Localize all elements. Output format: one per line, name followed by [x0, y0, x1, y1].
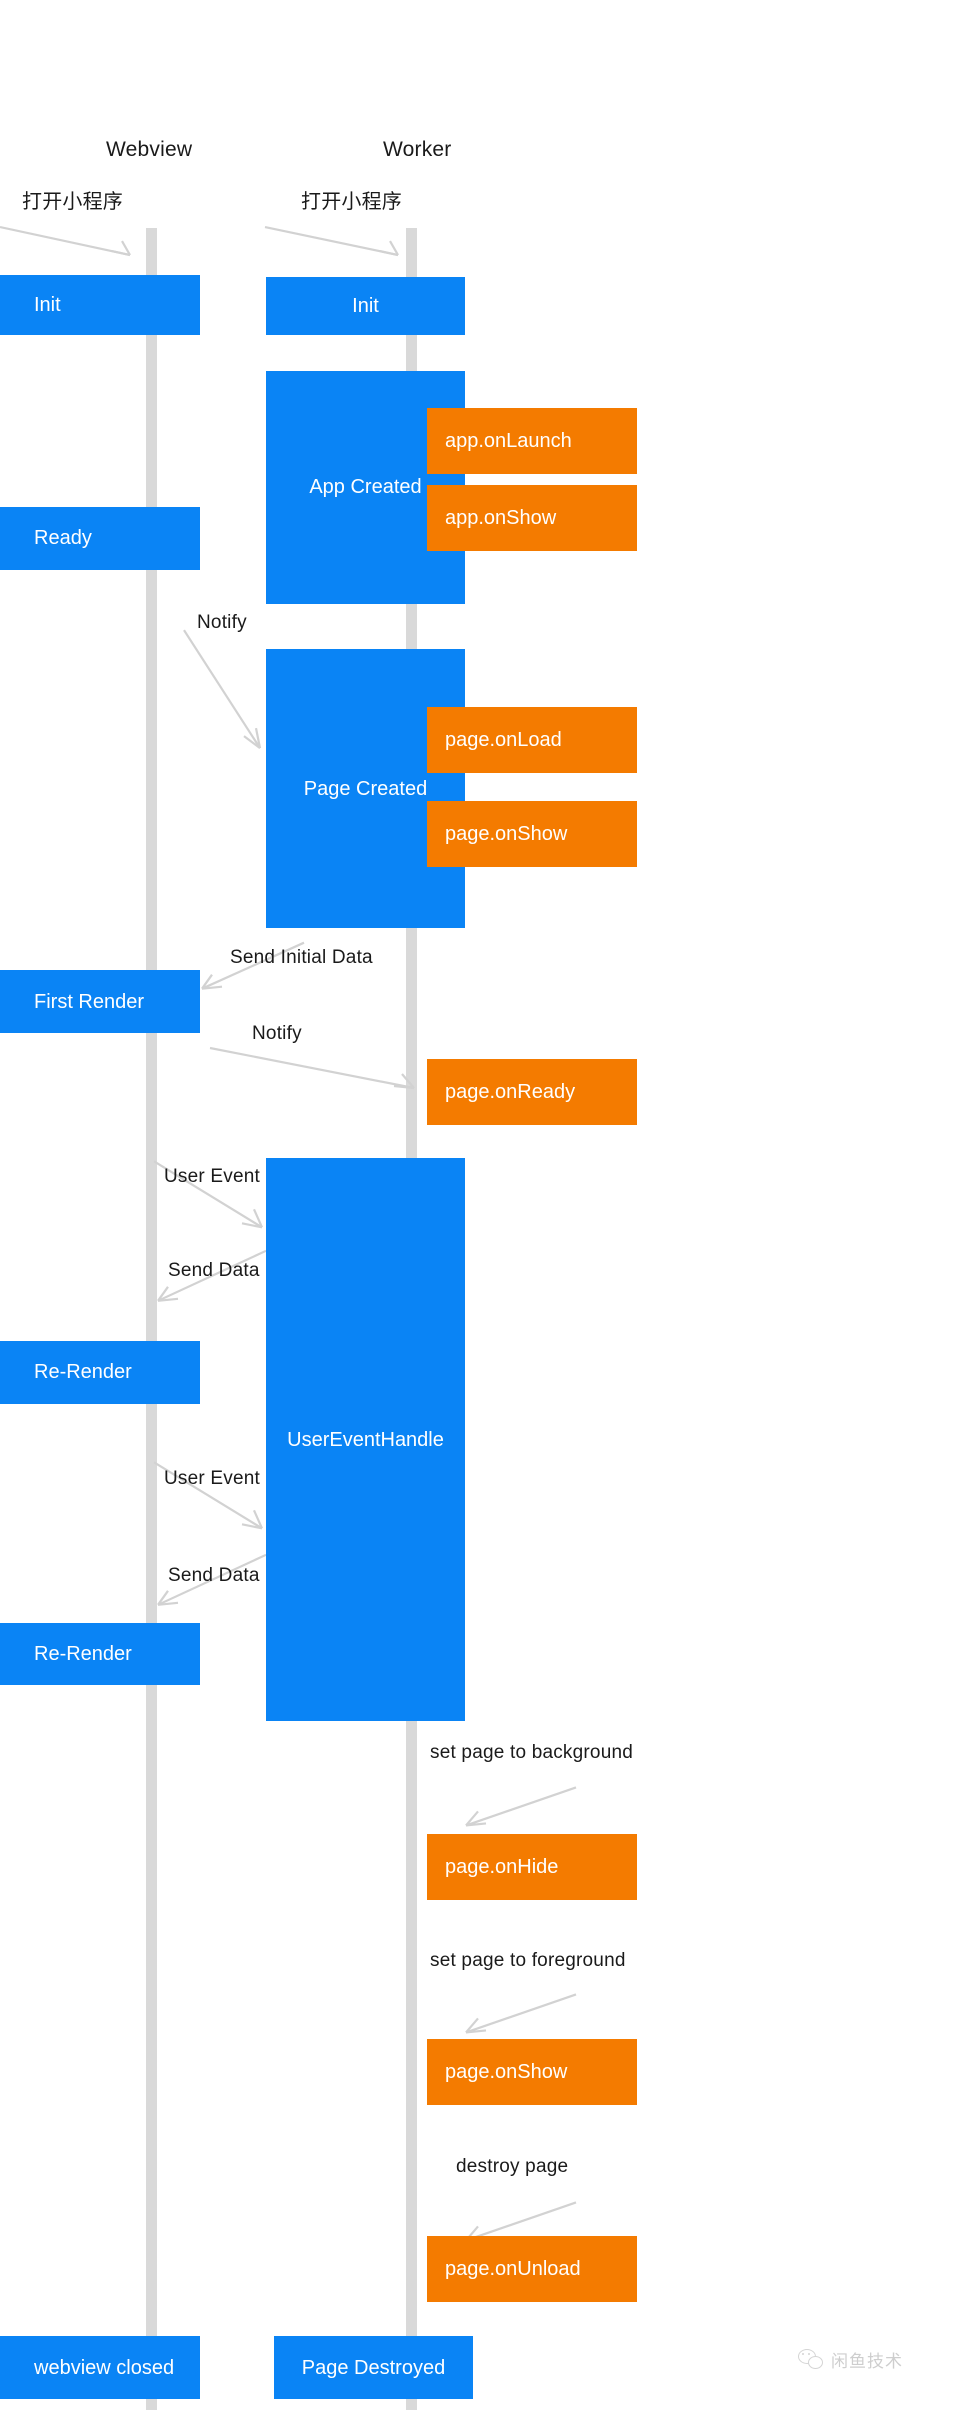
arrow-notify-page-created	[182, 592, 278, 792]
worker-box-page-destroyed-label: Page Destroyed	[301, 2356, 446, 2379]
callback-page-on-show-2-label: page.onShow	[445, 2060, 568, 2083]
watermark: 闲鱼技术	[798, 2347, 903, 2372]
webview-box-closed[interactable]: webview closed	[0, 2336, 200, 2400]
arrow-open-miniprogram-worker	[264, 216, 425, 266]
webview-box-re-render-1[interactable]: Re-Render	[0, 1341, 200, 1404]
worker-box-page-created[interactable]: Page Created	[266, 649, 465, 928]
webview-box-re-render-2[interactable]: Re-Render	[0, 1622, 200, 1686]
message-label-send-initial-data: Send Initial Data	[230, 946, 373, 968]
worker-box-init[interactable]: Init	[266, 276, 465, 335]
webview-box-init-label: Init	[34, 294, 61, 317]
webview-box-ready-label: Ready	[34, 527, 92, 550]
callback-page-on-show-1-label: page.onShow	[445, 823, 568, 846]
message-label-send-data-1: Send Data	[168, 1259, 260, 1281]
arrow-notify-page-ready	[208, 1033, 420, 1105]
arrow-user-event-2	[152, 1440, 268, 1553]
webview-box-ready[interactable]: Ready	[0, 507, 200, 570]
webview-box-init[interactable]: Init	[0, 275, 200, 335]
webview-box-first-render-label: First Render	[34, 990, 145, 1013]
callback-app-on-show-label: app.onShow	[445, 506, 557, 529]
callback-page-on-ready-label: page.onReady	[445, 1081, 576, 1104]
arrow-set-page-foreground	[458, 1980, 578, 2049]
callback-page-on-show-1[interactable]: page.onShow	[427, 801, 637, 867]
message-label-open-miniprogram-webview: 打开小程序	[22, 190, 123, 213]
webview-box-re-render-2-label: Re-Render	[34, 1643, 132, 1666]
webview-box-closed-label: webview closed	[34, 2356, 175, 2379]
callback-page-on-unload[interactable]: page.onUnload	[427, 2236, 637, 2302]
worker-box-user-event-handle-label: UserEventHandle	[287, 1428, 444, 1451]
worker-box-user-event-handle[interactable]: UserEventHandle	[266, 1158, 465, 1722]
arrow-user-event-1	[152, 1139, 268, 1252]
message-label-destroy-page: destroy page	[456, 2156, 569, 2178]
watermark-text: 闲鱼技术	[831, 2352, 903, 2372]
callback-page-on-show-2[interactable]: page.onShow	[427, 2039, 637, 2105]
message-label-set-page-foreground: set page to foreground	[430, 1949, 626, 1971]
arrow-open-miniprogram-webview	[0, 216, 160, 266]
callback-page-on-hide[interactable]: page.onHide	[427, 1834, 637, 1900]
worker-box-page-created-label: Page Created	[303, 777, 428, 800]
column-title-worker: Worker	[383, 137, 452, 161]
webview-box-first-render[interactable]: First Render	[0, 970, 200, 1033]
message-label-user-event-1: User Event	[164, 1165, 260, 1187]
arrow-send-data-1	[152, 1233, 268, 1321]
callback-page-on-load[interactable]: page.onLoad	[427, 707, 637, 774]
message-label-set-page-background: set page to background	[430, 1741, 633, 1763]
lifeline-webview	[146, 228, 157, 2410]
callback-app-on-show[interactable]: app.onShow	[427, 485, 637, 551]
callback-page-on-hide-label: page.onHide	[445, 1855, 559, 1878]
callback-page-on-ready[interactable]: page.onReady	[427, 1059, 637, 1126]
arrow-set-page-background	[458, 1773, 578, 1842]
arrow-send-data-2	[152, 1537, 268, 1625]
arrow-send-initial-data	[196, 926, 306, 1007]
message-label-notify-page-created: Notify	[197, 611, 247, 633]
callback-page-on-load-label: page.onLoad	[445, 729, 562, 752]
callback-app-on-launch[interactable]: app.onLaunch	[427, 408, 637, 475]
worker-box-page-destroyed[interactable]: Page Destroyed	[274, 2336, 473, 2400]
worker-box-app-created-label: App Created	[309, 476, 422, 499]
column-title-webview: Webview	[106, 137, 193, 161]
message-label-send-data-2: Send Data	[168, 1564, 260, 1586]
message-label-open-miniprogram-worker: 打开小程序	[301, 190, 402, 213]
callback-app-on-launch-label: app.onLaunch	[445, 430, 572, 453]
worker-box-init-label: Init	[352, 294, 379, 317]
webview-box-re-render-1-label: Re-Render	[34, 1361, 132, 1384]
callback-page-on-unload-label: page.onUnload	[445, 2258, 581, 2281]
message-label-user-event-2: User Event	[164, 1467, 260, 1489]
message-label-notify-page-ready: Notify	[252, 1023, 302, 1045]
wechat-icon	[798, 2348, 824, 2371]
